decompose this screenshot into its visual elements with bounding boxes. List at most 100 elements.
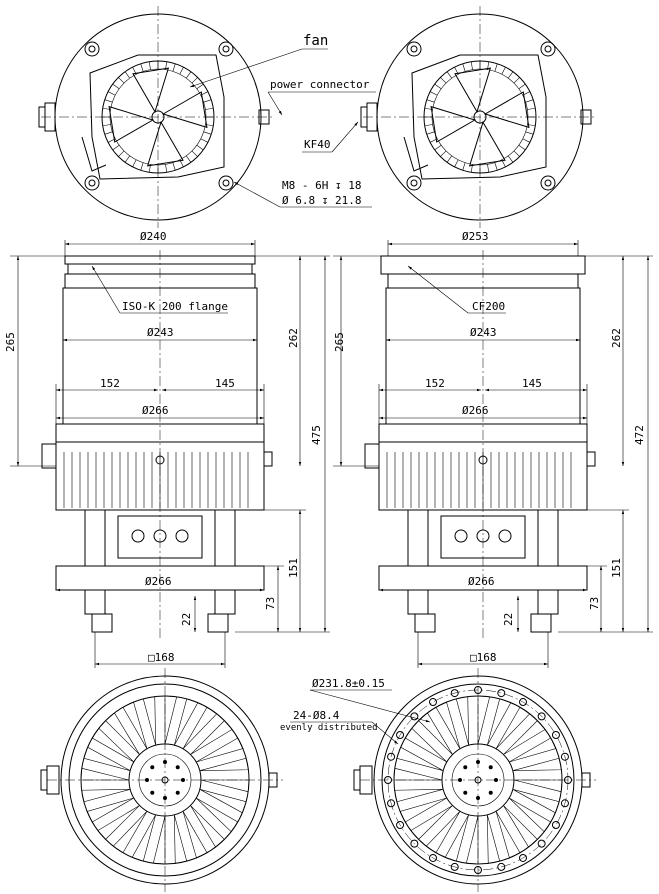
fan-tooth <box>522 138 531 143</box>
inlet-flange-inner <box>68 683 262 877</box>
rotor-blade <box>174 698 199 746</box>
hub-bolt <box>476 760 480 764</box>
flange-hole <box>450 689 459 698</box>
fan-tooth <box>424 124 433 127</box>
bolt-hole <box>540 175 556 191</box>
fan-tooth <box>434 83 442 90</box>
fan-blade <box>132 67 170 114</box>
hub-bolt <box>150 790 155 795</box>
rotor-blade <box>86 797 134 823</box>
fan-shroud <box>89 54 225 180</box>
dim-right-73: 73 <box>588 597 601 610</box>
label-power-connector: power connector <box>270 78 370 91</box>
dim-left-152: 152 <box>100 377 120 390</box>
rotor-blade <box>393 767 443 781</box>
fan-top-view-2 <box>360 6 597 228</box>
kf40-side <box>364 443 380 469</box>
bolt-left <box>91 613 113 633</box>
electronics-port <box>454 529 468 543</box>
label-fan: fan <box>303 33 328 49</box>
rotor-blade <box>131 814 156 862</box>
side-views <box>10 240 653 668</box>
hub-bolt <box>463 790 468 795</box>
rotor-blade <box>97 805 140 840</box>
flange-hole <box>387 752 396 761</box>
rotor-blade <box>83 746 131 771</box>
rotor-blade <box>196 737 244 763</box>
leg-left <box>407 509 429 567</box>
rotor-blade <box>425 810 461 854</box>
rotor-blade <box>435 701 461 749</box>
rotor-blade <box>394 789 444 803</box>
label-thread-1: M8 - 6H ↧ 18 <box>282 179 361 192</box>
dim-left-145: 145 <box>215 377 235 390</box>
connector-bottom <box>581 772 591 788</box>
fan-tooth <box>454 159 459 168</box>
fan-tooth <box>107 91 116 96</box>
rotor-blade <box>418 712 453 755</box>
fan-blade <box>483 91 530 129</box>
fan-tooth <box>191 150 198 157</box>
dim-right-d266-mount: Ø266 <box>468 575 495 588</box>
dim-left-262: 262 <box>287 328 300 348</box>
rotor-blade <box>152 815 166 865</box>
bolt-circle <box>387 689 569 871</box>
rotor-blade <box>399 797 447 823</box>
hub-center <box>161 776 169 784</box>
dim-left-sq168: □168 <box>148 651 175 664</box>
rotor-blade <box>508 797 552 833</box>
dim-left-d240: Ø240 <box>140 230 167 243</box>
inlet-view-1 <box>40 668 283 892</box>
hub-bolt <box>175 765 180 770</box>
flange-hole <box>497 689 506 698</box>
top-views <box>38 6 597 228</box>
dim-right-22: 22 <box>502 613 515 626</box>
rotor-blade <box>122 701 148 749</box>
rotor-blade <box>164 695 178 745</box>
label-kf40: KF40 <box>304 138 331 151</box>
leg-right <box>214 509 236 567</box>
fan-tooth <box>203 131 212 135</box>
rotor-blade <box>444 814 469 862</box>
inlet-flange-inner <box>381 683 575 877</box>
flange-hole <box>410 712 419 721</box>
flange-hole <box>396 731 405 739</box>
hub-bolt <box>458 778 462 782</box>
rotor-blade <box>199 757 249 771</box>
fan-bracket <box>81 136 107 172</box>
rotor-blade <box>112 810 148 854</box>
hub-bolt <box>163 760 167 764</box>
bolt-hole-inner <box>222 179 230 187</box>
fan-tooth <box>165 164 168 173</box>
rotor-blade <box>512 789 560 814</box>
rotor-blade <box>142 696 156 746</box>
rotor-blade <box>495 811 521 859</box>
fan-tooth <box>487 164 490 173</box>
label-bolt-circle: Ø231.8±0.15 <box>312 677 385 690</box>
fan-tooth <box>462 162 466 171</box>
rotor-blade <box>190 720 233 755</box>
fan-tooth <box>494 63 498 72</box>
hub-bolt <box>145 778 149 782</box>
fan-tooth <box>440 150 447 157</box>
fan-tooth <box>148 61 151 70</box>
fan-tooth <box>179 66 184 75</box>
bolt-hole <box>218 41 234 57</box>
hub-bolt <box>488 790 493 795</box>
fan-tooth <box>172 162 176 171</box>
label-thread-2: Ø 6.8 ↧ 21.8 <box>282 194 361 207</box>
flange-hole <box>474 686 482 694</box>
kf40-flange-lip <box>360 106 368 128</box>
fan-tooth <box>104 131 113 135</box>
foot-right <box>214 589 236 615</box>
dim-right-d243: Ø243 <box>470 326 497 339</box>
dim-left-d266-mount: Ø266 <box>145 575 172 588</box>
fan-tooth <box>507 71 514 79</box>
leg-left <box>84 509 106 567</box>
fan-tooth <box>525 131 534 135</box>
fan-tooth <box>426 99 435 103</box>
bolt-right <box>530 613 552 633</box>
fan-blade <box>454 67 492 114</box>
dim-left-73: 73 <box>264 597 277 610</box>
